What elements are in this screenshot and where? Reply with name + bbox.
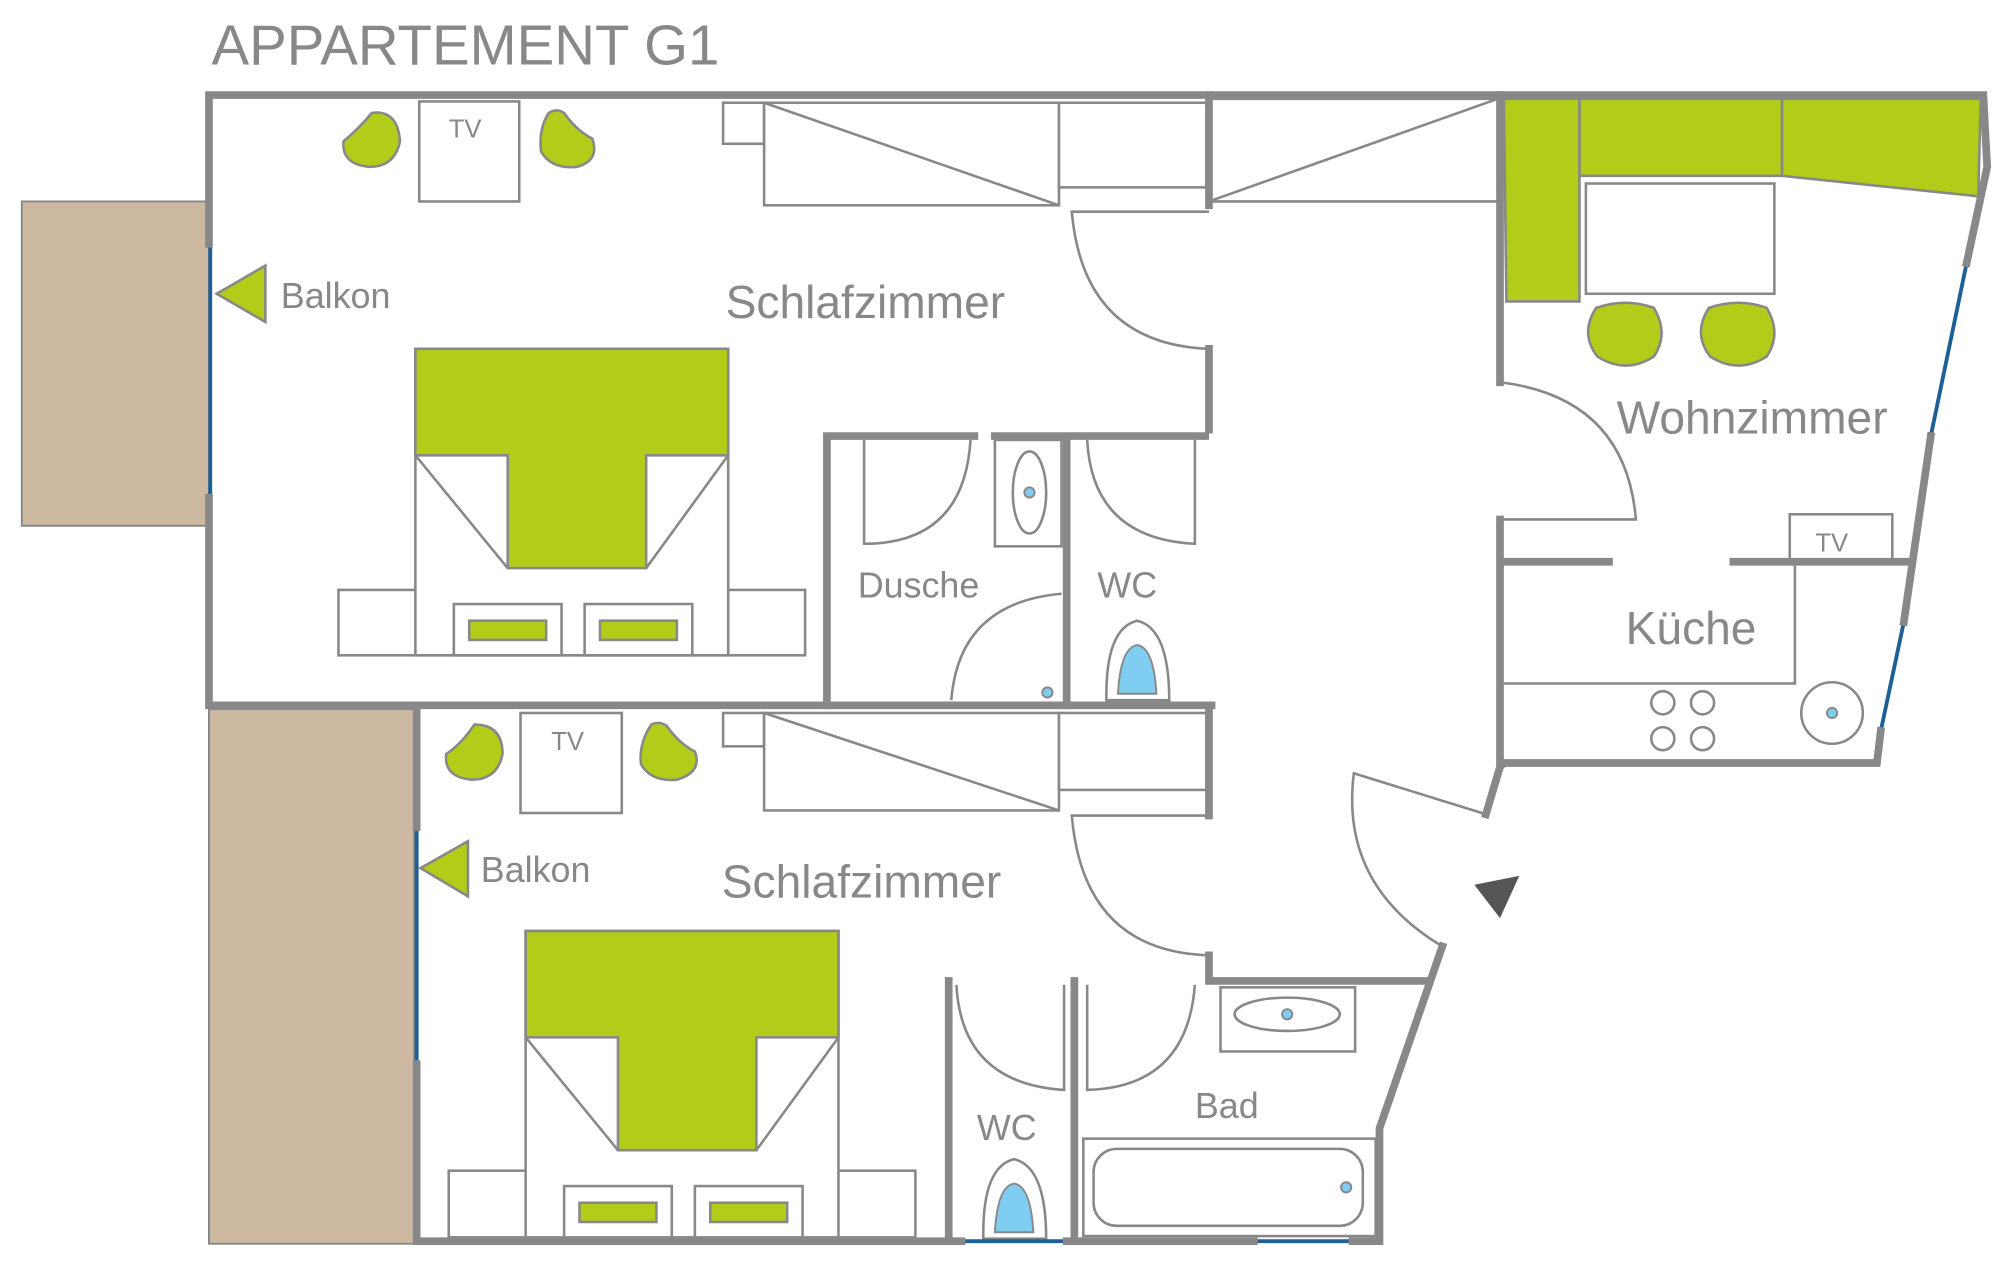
door-shower[interactable] — [862, 439, 972, 546]
bed-bottom — [447, 929, 917, 1239]
room-label-bath: Bad — [1195, 1086, 1259, 1126]
toilet-bottom — [982, 1157, 1048, 1240]
living-sofa — [1502, 97, 1983, 303]
plan-title: APPARTEMENT G1 — [212, 13, 720, 76]
entrance-arrow-icon — [1474, 875, 1520, 919]
room-label-bedroom-top: Schlafzimmer — [726, 276, 1005, 328]
armchair — [342, 111, 402, 169]
sink — [1800, 680, 1865, 746]
tv-top-label: TV — [449, 115, 482, 143]
door-bedroom-bottom[interactable] — [1070, 814, 1210, 957]
wardrobe-bottom — [762, 711, 1208, 812]
tv-stand-bottom — [519, 711, 624, 815]
door-wc-top[interactable] — [1085, 439, 1197, 546]
room-label-shower: Dusche — [858, 566, 980, 606]
chair — [1586, 301, 1663, 367]
balcony-top-label: Balkon — [281, 276, 391, 316]
window — [1928, 262, 1969, 437]
armchair — [539, 109, 596, 169]
shelf — [721, 711, 766, 748]
toilet-top — [1105, 619, 1171, 702]
bed-top — [337, 347, 807, 657]
door-bath[interactable] — [1085, 984, 1197, 1092]
door-living[interactable] — [1499, 380, 1638, 521]
room-label-kitchen: Küche — [1626, 602, 1757, 654]
door-entrance[interactable] — [1350, 771, 1487, 948]
kitchen-counter — [1503, 565, 1797, 685]
armchair — [639, 721, 698, 782]
shelf — [721, 101, 766, 146]
shower-curtain — [950, 592, 1062, 701]
room-label-bedroom-bottom: Schlafzimmer — [722, 856, 1001, 908]
room-label-living: Wohnzimmer — [1617, 392, 1888, 444]
wardrobe-top — [762, 101, 1208, 207]
hall-wardrobe — [1208, 97, 1498, 203]
tv-living-label: TV — [1815, 529, 1848, 557]
dining-table — [1584, 182, 1776, 296]
walls — [205, 91, 1992, 1246]
balcony-arrow-icon — [417, 839, 470, 899]
tv-bottom-label: TV — [551, 728, 584, 756]
balcony-bottom-label: Balkon — [481, 850, 591, 890]
door-bedroom-top[interactable] — [1070, 210, 1210, 351]
tv-living — [1788, 513, 1894, 562]
bathtub — [1082, 1137, 1377, 1238]
tv-stand-top — [417, 100, 521, 203]
chair — [1699, 301, 1776, 367]
room-label-wc-bottom: WC — [977, 1108, 1037, 1148]
room-label-wc-top: WC — [1097, 566, 1157, 606]
balcony-bottom — [208, 708, 416, 1245]
balcony-arrow-icon — [214, 263, 267, 325]
door-wc-bottom[interactable] — [955, 984, 1066, 1092]
window — [1878, 621, 1906, 732]
armchair — [444, 723, 504, 781]
stove — [1650, 689, 1716, 752]
balcony-top — [20, 200, 210, 527]
